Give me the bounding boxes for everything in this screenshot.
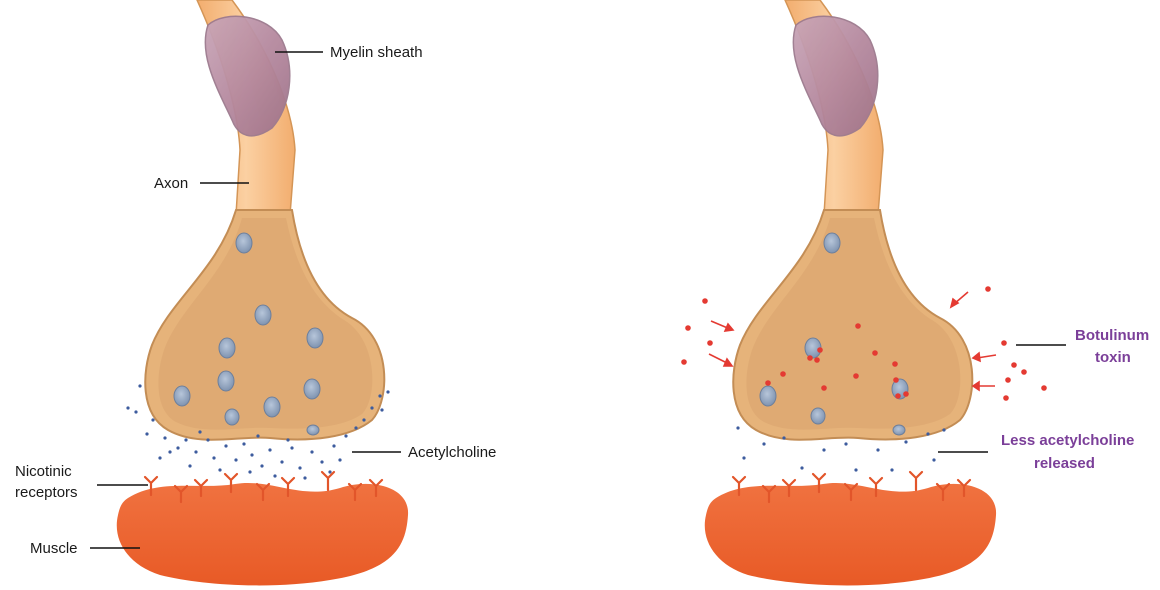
label-acetylcholine: Acetylcholine — [408, 444, 496, 461]
label-less-ach-line1: Less acetylcholine — [1001, 432, 1134, 449]
vesicle — [304, 379, 320, 399]
vesicle — [236, 233, 252, 253]
normal-junction-panel: Myelin sheath Axon Acetylcholine Nicotin… — [15, 0, 496, 585]
label-nicotinic-line2: receptors — [15, 484, 78, 501]
vesicle — [218, 371, 234, 391]
vesicle — [824, 233, 840, 253]
label-myelin-sheath: Myelin sheath — [330, 44, 423, 61]
vesicle — [264, 397, 280, 417]
label-nicotinic-line1: Nicotinic — [15, 463, 72, 480]
label-botulinum-line2: toxin — [1095, 349, 1131, 366]
label-axon: Axon — [154, 175, 188, 192]
vesicle — [225, 409, 239, 425]
vesicle — [307, 328, 323, 348]
vesicle — [811, 408, 825, 424]
vesicle — [255, 305, 271, 325]
label-botulinum-line1: Botulinum — [1075, 327, 1149, 344]
botulinum-junction-panel: Botulinum toxin Less acetylcholine relea… — [681, 0, 1149, 585]
vesicle — [219, 338, 235, 358]
label-muscle: Muscle — [30, 540, 78, 557]
label-less-ach-line2: released — [1034, 455, 1095, 472]
vesicle — [760, 386, 776, 406]
vesicle — [893, 425, 905, 435]
vesicle — [307, 425, 319, 435]
vesicle — [174, 386, 190, 406]
